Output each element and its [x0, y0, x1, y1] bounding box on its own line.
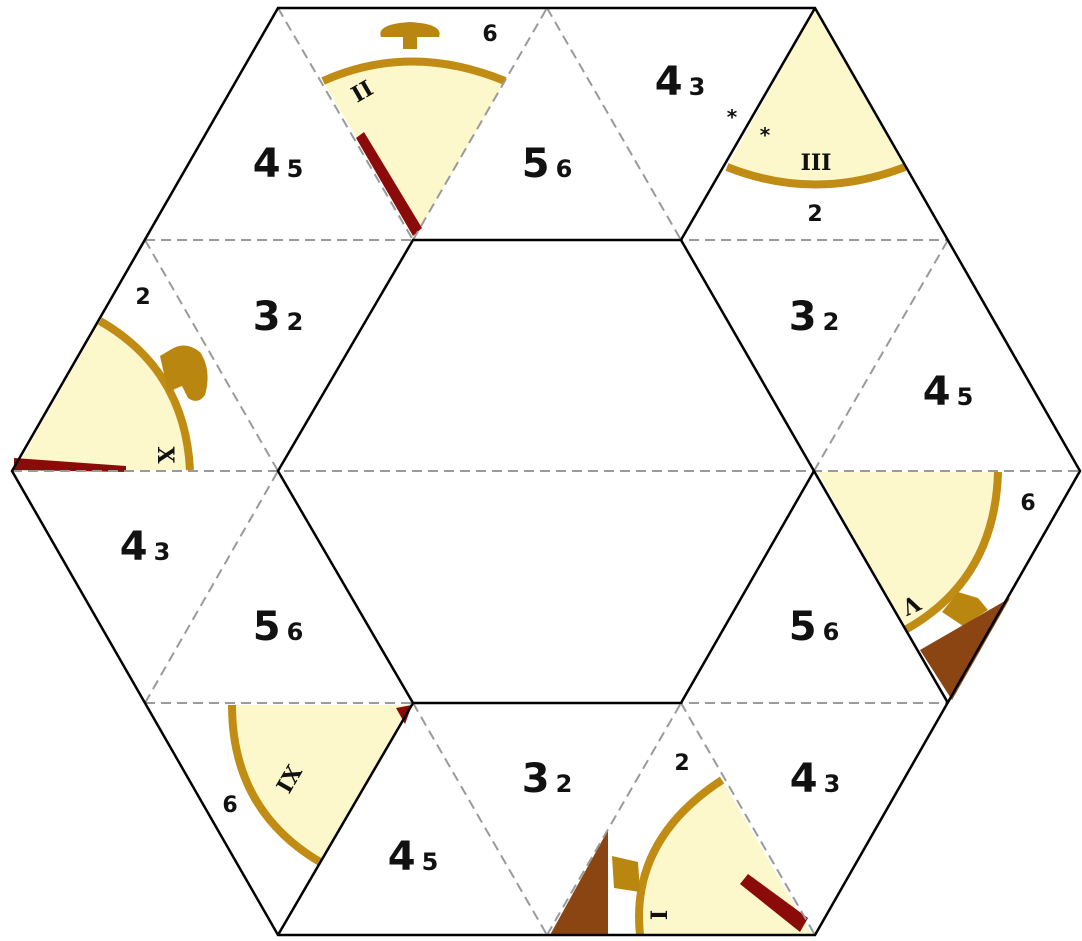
- clock-hand-icon: [14, 458, 126, 472]
- edge-number: 2: [807, 202, 822, 227]
- cut-line: [679, 7, 817, 241]
- clock-fragment-bottomleft: XI: [228, 704, 412, 866]
- clock-stand-icon: [920, 598, 1010, 700]
- clock-numeral-left: X: [152, 446, 178, 464]
- cut-line: [812, 470, 950, 704]
- edge-number: 2: [674, 751, 689, 776]
- star-marker-icon: *: [760, 123, 771, 147]
- edge-number: 6: [1020, 491, 1035, 516]
- clock-numeral-bottom: I: [647, 910, 673, 920]
- star-marker-icon: *: [727, 105, 738, 129]
- clock-stand-foot-icon: [942, 592, 988, 626]
- clock-hand-icon: [740, 874, 808, 932]
- clock-stand-foot-icon: [612, 856, 640, 892]
- clock-numeral-topright: III: [801, 150, 832, 176]
- edge-number: 6: [482, 22, 497, 47]
- clock-stand-icon: [550, 830, 608, 935]
- crown-icon: [160, 345, 208, 401]
- edge-number: 2: [135, 285, 150, 310]
- clock-fragment-topright: III: [725, 8, 907, 189]
- clock-fragment-bottom: I: [550, 776, 812, 936]
- cut-line: [276, 702, 415, 936]
- clock-hand-icon: [356, 132, 422, 236]
- edge-number: 6: [222, 793, 237, 818]
- clock-fragment-top: II: [321, 22, 507, 237]
- clock-fragment-left: X: [14, 317, 208, 472]
- clock-fragment-right: V: [818, 471, 1010, 700]
- crown-icon: [380, 22, 440, 49]
